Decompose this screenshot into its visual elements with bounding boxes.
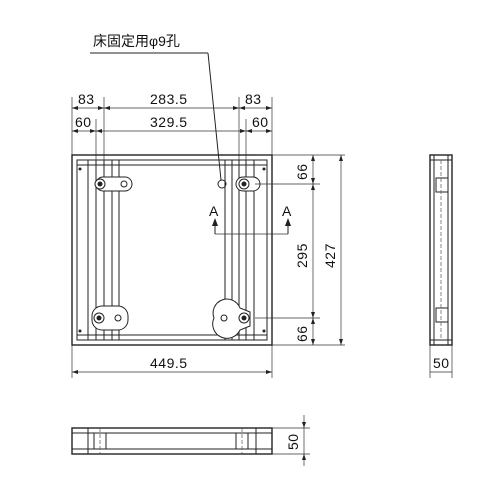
section-marker-right: A [282, 203, 292, 219]
dim-side-view-width: 50 [433, 355, 450, 371]
dim-top-right-inner: 60 [252, 114, 269, 130]
plan-view: A A [71, 154, 292, 346]
side-view: 50 [429, 154, 453, 378]
front-view: 50 [71, 415, 310, 466]
floor-fixing-hole-icon [217, 179, 227, 189]
dim-right-lower: 66 [294, 325, 310, 342]
dim-right-middle: 295 [294, 243, 310, 268]
dim-top-left-inner: 60 [75, 114, 92, 130]
caster-bottom-right [212, 298, 251, 339]
dim-top-right-outer: 83 [245, 91, 262, 107]
callout-label: 床固定用φ9孔 [93, 33, 180, 49]
dim-bottom-width: 449.5 [150, 355, 188, 371]
dim-top-center-outer: 283.5 [150, 91, 188, 107]
caster-bottom-left [91, 305, 129, 331]
section-marker-left: A [209, 203, 219, 219]
right-dimension-lines: 66 295 66 427 [255, 154, 345, 346]
dim-top-center-inner: 329.5 [150, 114, 188, 130]
top-dimension-lines: 83 283.5 83 60 329.5 60 [71, 91, 273, 160]
floor-fixing-hole-callout: 床固定用φ9孔 [90, 33, 222, 181]
caster-top-left [94, 176, 133, 192]
caster-top-right [217, 176, 261, 192]
dim-front-view-height: 50 [285, 433, 301, 450]
dim-top-left-outer: 83 [78, 91, 95, 107]
dim-right-total: 427 [322, 243, 338, 268]
dim-right-upper: 66 [294, 163, 310, 180]
section-cut-line: A A [209, 203, 292, 235]
bottom-width-dimension: 449.5 [71, 345, 273, 378]
